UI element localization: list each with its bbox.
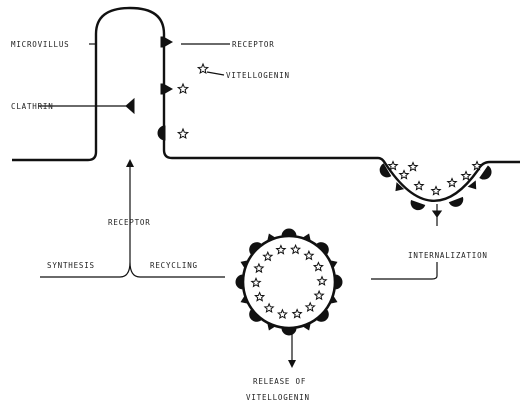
vitellogenin-star-icon <box>462 172 471 180</box>
vitellogenin-star-icon <box>305 251 314 259</box>
labels: MICROVILLUS RECEPTOR VITELLOGENIN CLATHR… <box>11 40 488 402</box>
vitellogenin-star-icon <box>448 179 457 187</box>
vitellogenin-star-icon <box>255 264 264 272</box>
clathrin-coat-icon <box>316 309 329 322</box>
vitellogenin-star-icon <box>400 171 409 179</box>
label-receptor-mid: RECEPTOR <box>108 218 151 227</box>
label-synthesis: SYNTHESIS <box>47 261 95 270</box>
vitellogenin-star-icon <box>178 84 188 93</box>
vitellogenin-star-icon <box>318 277 327 285</box>
vitellogenin-star-icon <box>264 252 273 260</box>
vitellogenin-star-icon <box>291 245 300 253</box>
vitellogenin-star-icon <box>409 163 418 171</box>
vitellogenin-star-icon <box>415 182 424 190</box>
pathway-lines <box>40 44 437 364</box>
label-recycling: RECYCLING <box>150 261 198 270</box>
clathrin-coat-icon <box>480 166 491 179</box>
vitellogenin-star-icon <box>178 129 188 138</box>
clathrin-coat-icon <box>282 229 297 236</box>
label-release-line2: VITELLOGENIN <box>246 393 310 402</box>
vitellogenin-star-icon <box>255 293 264 301</box>
receptor-icon <box>469 181 476 188</box>
vitellogenin-stars-surface <box>178 64 208 138</box>
clathrin-coat-icon <box>282 328 297 336</box>
vitellogenin-star-icon <box>314 263 323 271</box>
label-clathrin: CLATHRIN <box>11 102 54 111</box>
vitellogenin-star-icon <box>265 304 274 312</box>
label-receptor-top: RECEPTOR <box>232 40 275 49</box>
clathrin-coat-icon <box>249 242 262 255</box>
label-vitellogenin: VITELLOGENIN <box>226 71 290 80</box>
clathrin-coat-icon <box>249 309 262 322</box>
clathrin-coat-icon <box>236 275 243 290</box>
vitellogenin-star-icon <box>293 310 302 318</box>
clathrin-coat-icon <box>335 275 343 290</box>
label-internalization: INTERNALIZATION <box>408 251 488 260</box>
vitellogenin-star-icon <box>306 303 315 311</box>
vitellogenin-star-icon <box>277 246 286 254</box>
clathrin-coat-icon <box>411 201 424 210</box>
vitellogenin-star-icon <box>315 291 324 299</box>
vitellogenin-star-icon <box>198 64 208 73</box>
label-microvillus: MICROVILLUS <box>11 40 69 49</box>
vitellogenin-star-icon <box>278 310 287 318</box>
endocytic-vesicle <box>236 229 343 336</box>
clathrin-coat-icon <box>316 242 329 255</box>
vitellogenin-star-icon <box>252 278 261 286</box>
plasma-membrane <box>12 8 520 201</box>
vitellogenin-star-icon <box>432 187 441 195</box>
label-release-line1: RELEASE OF <box>253 377 306 386</box>
coated-pit <box>380 162 491 218</box>
clathrin-coat-icon <box>450 198 463 207</box>
